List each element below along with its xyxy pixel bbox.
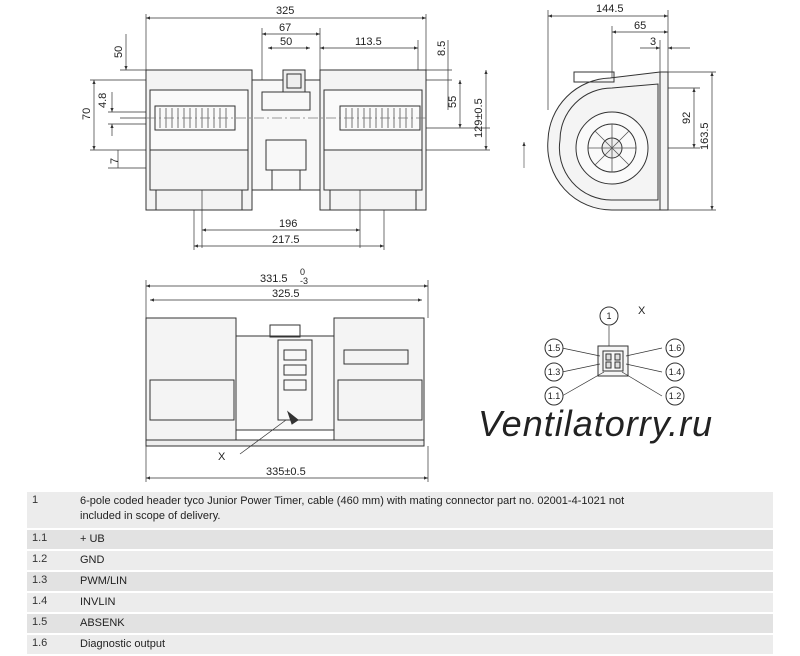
dim-217-5: 217.5 <box>272 234 300 246</box>
connector-detail: X 1 1.5 1.3 1.1 1.6 1.4 <box>544 305 685 406</box>
dim-129: 129±0.5 <box>473 98 485 138</box>
dim-113-5: 113.5 <box>355 36 382 48</box>
pin-number: 1.2 <box>27 550 75 572</box>
detail-x-label: X <box>218 451 226 463</box>
dim-331-5: 331.5 <box>260 273 288 285</box>
callout-1-5: 1.5 <box>548 343 561 353</box>
pin-number: 1.5 <box>27 613 75 635</box>
callout-1-3: 1.3 <box>548 367 561 377</box>
pin-number: 1.4 <box>27 592 75 614</box>
table-row: 1.1+ UB <box>27 529 773 551</box>
dim-163-5: 163.5 <box>699 122 711 150</box>
connector-view-label: X <box>638 305 646 317</box>
callout-1-6: 1.6 <box>669 343 682 353</box>
dim-144-5: 144.5 <box>596 3 624 15</box>
pin-description: GND <box>75 550 773 572</box>
dim-65: 65 <box>634 20 646 32</box>
dim-325-5: 325.5 <box>272 288 300 300</box>
technical-drawing: 325 67 50 113.5 8.5 55 129±0.5 50 70 4.8… <box>81 3 716 482</box>
dim-92: 92 <box>681 112 693 124</box>
tolerance-lower: -3 <box>300 276 308 286</box>
callout-1: 1 <box>606 311 611 321</box>
callout-1-1: 1.1 <box>548 391 561 401</box>
dim-50-left: 50 <box>113 46 125 58</box>
pin-number: 1.1 <box>27 529 75 551</box>
pin-description: Diagnostic output <box>75 634 773 656</box>
dim-67: 67 <box>279 22 291 34</box>
dim-70: 70 <box>81 108 93 120</box>
pin-description: + UB <box>75 529 773 551</box>
dim-7: 7 <box>109 158 121 164</box>
dim-8-5: 8.5 <box>436 41 448 56</box>
side-view <box>547 71 669 211</box>
dim-4-8: 4.8 <box>97 93 109 108</box>
pin-number: 1 <box>27 492 75 530</box>
front-view <box>145 69 427 211</box>
dim-55: 55 <box>447 96 459 108</box>
pin-number: 1.6 <box>27 634 75 656</box>
dim-overall-width: 325 <box>276 5 294 17</box>
dim-50-top: 50 <box>280 36 292 48</box>
tolerance-upper: 0 <box>300 267 305 277</box>
callout-1-4: 1.4 <box>669 367 682 377</box>
dim-3: 3 <box>650 36 656 48</box>
pin-description: PWM/LIN <box>75 571 773 593</box>
dim-335: 335±0.5 <box>266 466 306 478</box>
pin-number: 1.3 <box>27 571 75 593</box>
bottom-view <box>145 317 425 447</box>
pin-description: 6-pole coded header tyco Junior Power Ti… <box>75 492 773 530</box>
pin-description: INVLIN <box>75 592 773 614</box>
watermark: Ventilatorry.ru <box>478 403 713 444</box>
pin-description: ABSENK <box>75 613 773 635</box>
callout-1-2: 1.2 <box>669 391 682 401</box>
dim-196: 196 <box>279 218 297 230</box>
